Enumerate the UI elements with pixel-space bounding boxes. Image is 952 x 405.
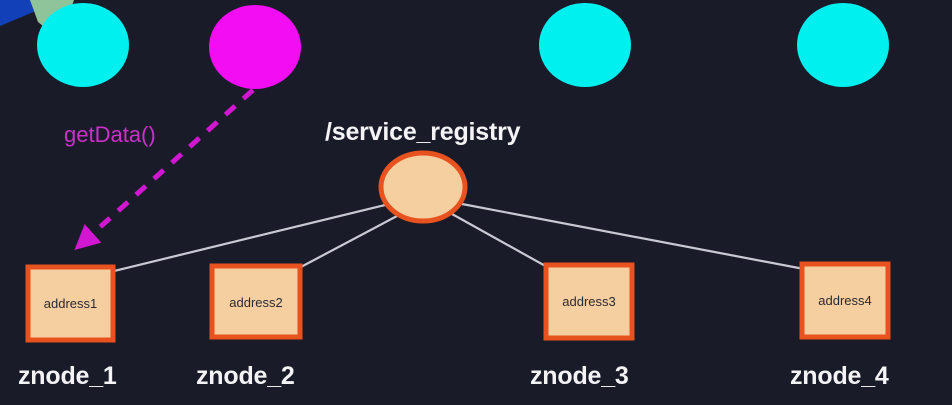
registry-edges [108,202,806,274]
znode-boxes [25,261,891,343]
znode-box-3[interactable] [543,262,635,341]
client-node-1[interactable] [37,3,129,87]
znode-box-2[interactable] [209,263,303,340]
service-registry-node[interactable] [378,150,468,224]
client-node-2[interactable] [209,5,301,89]
edge-registry-znode-3 [450,212,551,270]
client-node-3[interactable] [539,3,631,87]
edge-registry-znode-1 [108,203,387,274]
znode-box-4[interactable] [799,261,891,340]
edge-registry-znode-4 [460,202,806,271]
client-node-4[interactable] [797,3,889,87]
getdata-arrow [74,88,255,251]
znode-box-1[interactable] [25,264,116,343]
edge-registry-znode-2 [297,214,399,270]
